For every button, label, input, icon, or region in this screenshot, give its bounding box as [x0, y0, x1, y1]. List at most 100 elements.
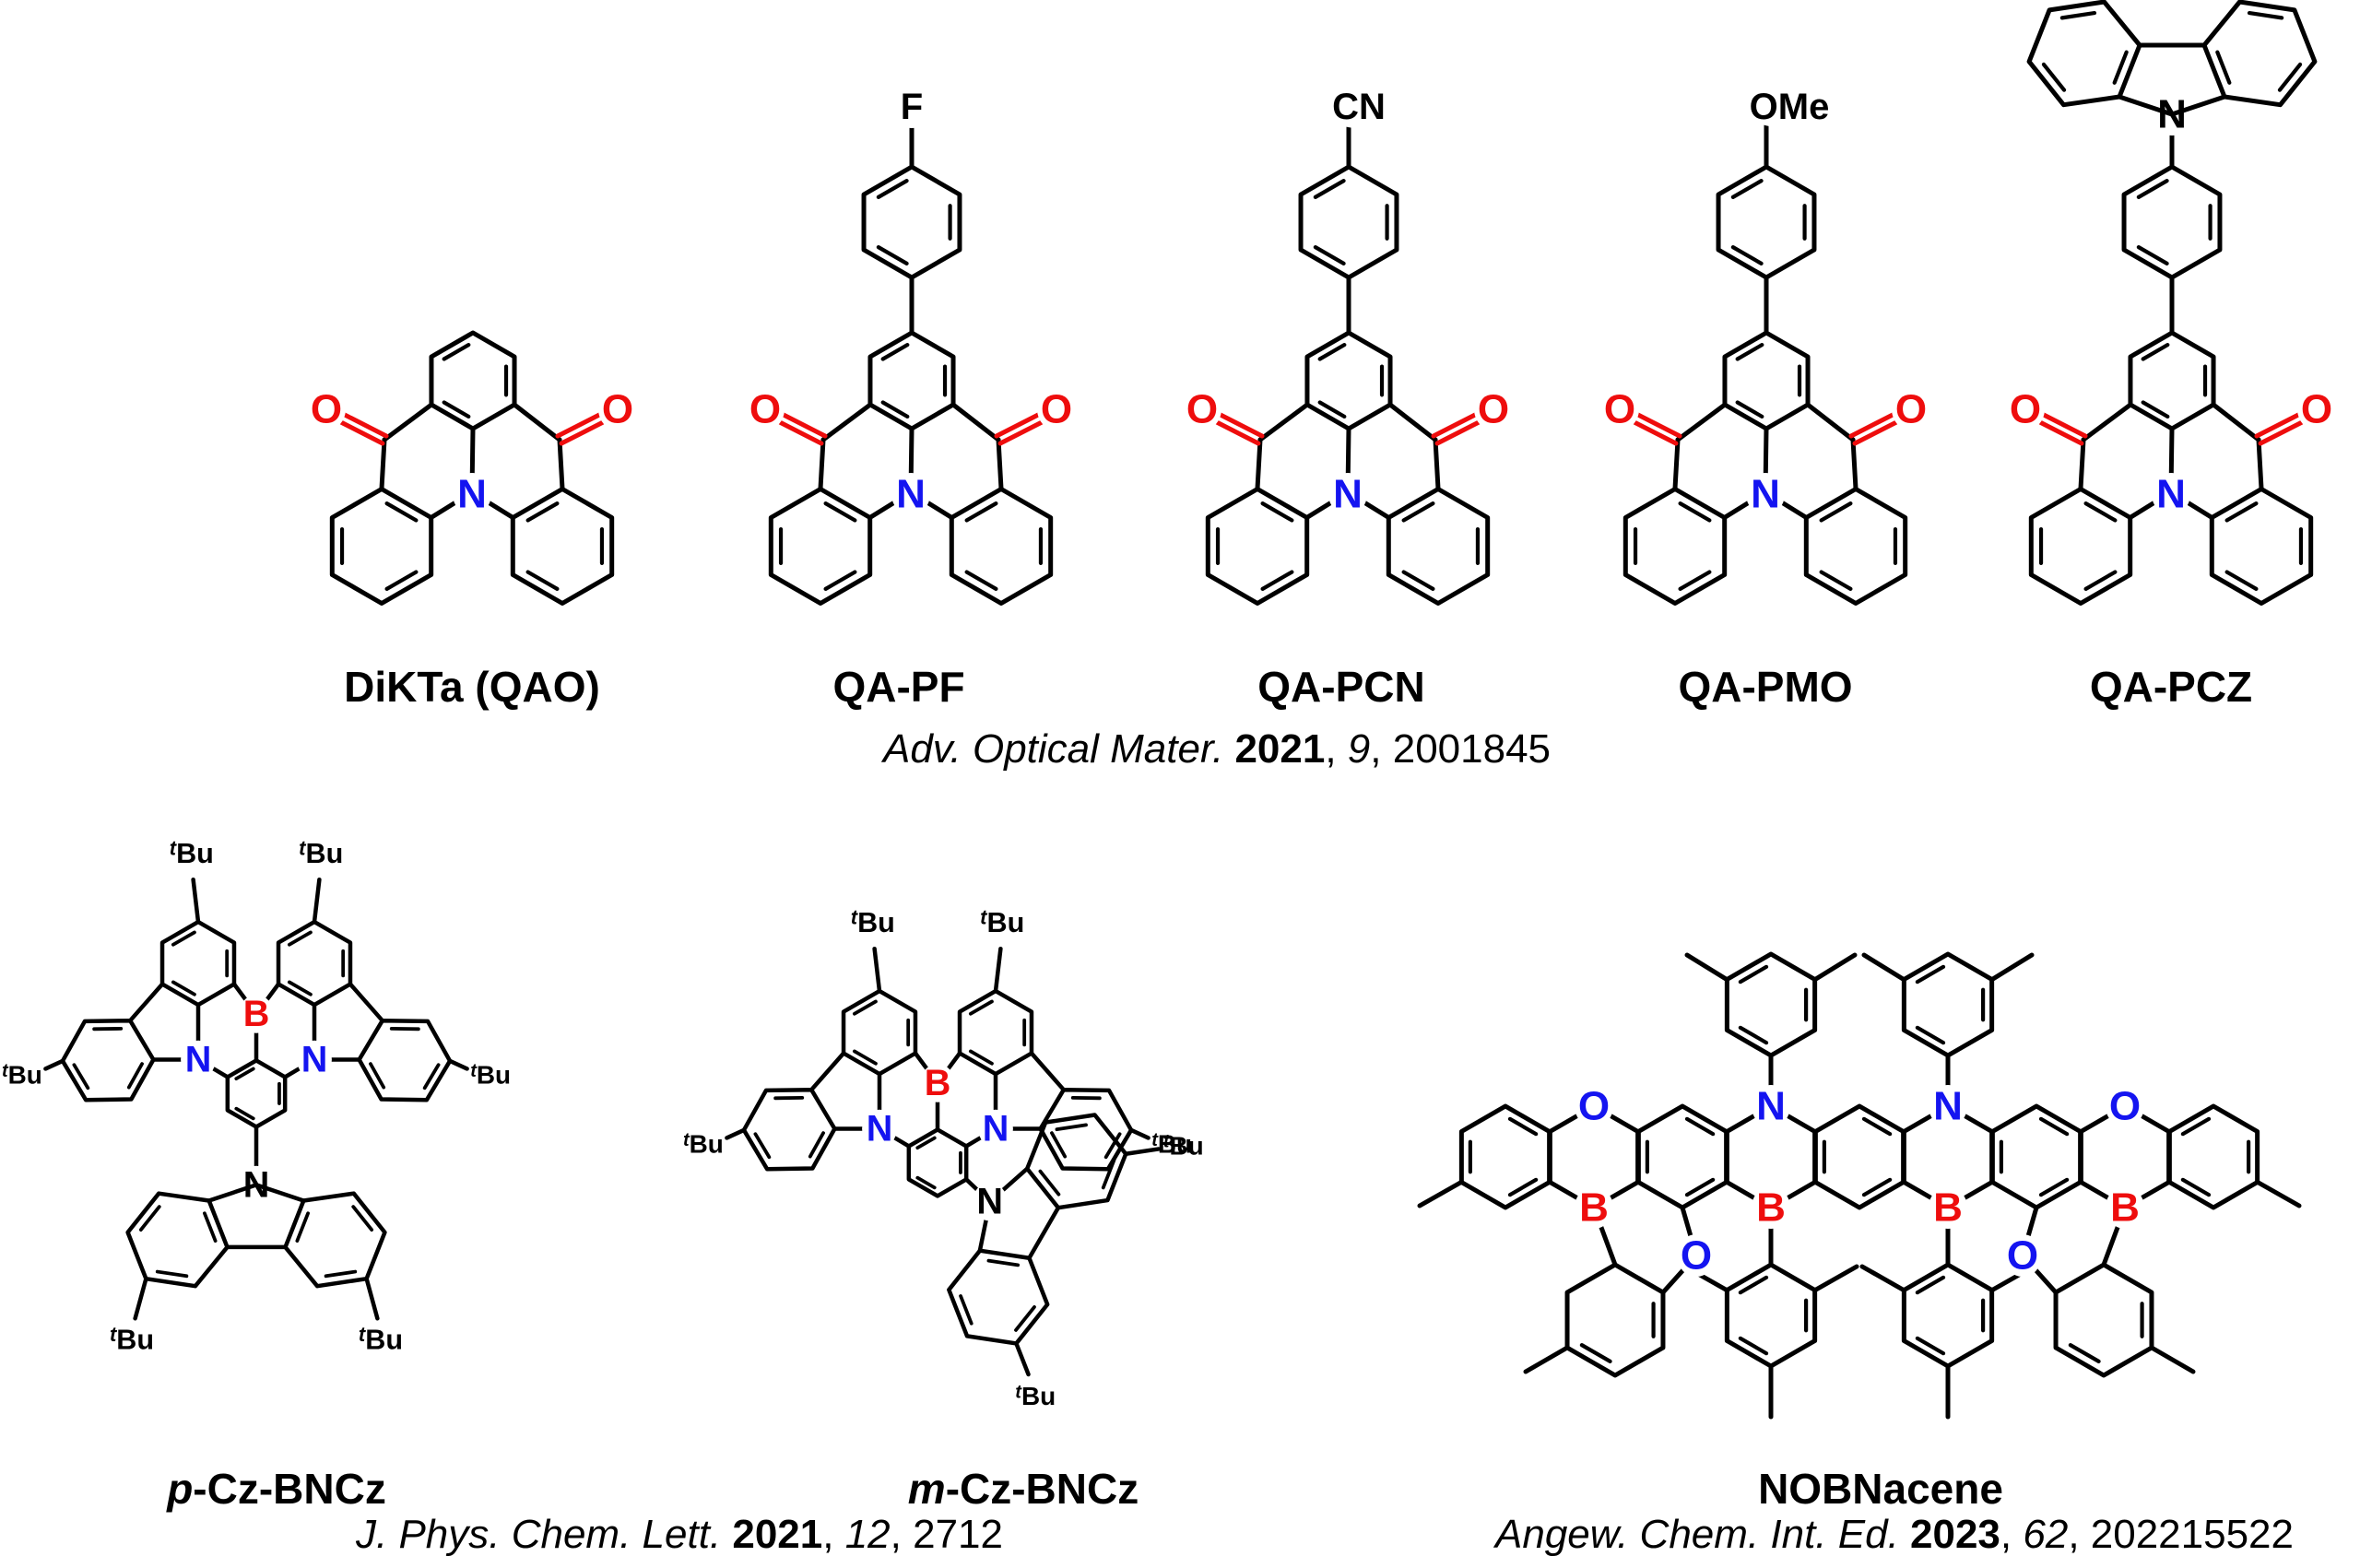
bond [1027, 1205, 1061, 1260]
ring-bond [1722, 330, 1811, 431]
atom-halo [2106, 1186, 2144, 1229]
text-segment: 9 [1347, 726, 1371, 772]
citation-adv-optical-mater: Adv. Optical Mater. 2021, 9, 2001845 [883, 726, 1551, 772]
molecule-label-dikta-qao: DiKTa (QAO) [344, 662, 600, 712]
bond [1861, 1177, 1893, 1197]
bond [872, 946, 882, 994]
bond [1915, 1336, 1946, 1356]
text-segment: , 202215522 [2068, 1512, 2294, 1557]
bond [133, 1276, 148, 1321]
atom-halo [891, 473, 930, 515]
bond [2180, 1177, 2212, 1197]
text-segment: , [2000, 1512, 2024, 1557]
ring-bond [1386, 487, 1491, 606]
ring-bond [60, 1018, 156, 1102]
bond [2254, 408, 2308, 439]
text-segment: , [1325, 726, 1348, 772]
text-segment: p [167, 1465, 194, 1513]
bond [1207, 416, 1261, 446]
bond [1678, 501, 1712, 523]
atom-halo [307, 388, 346, 430]
bond [2277, 62, 2303, 92]
bond [959, 1294, 974, 1326]
ring-bond [283, 1191, 387, 1289]
bond [1819, 501, 1853, 523]
tbu-label: tBu [2, 1061, 42, 1090]
bond [1738, 1025, 1769, 1045]
bond [1210, 408, 1265, 439]
text-segment: , 2001845 [1370, 726, 1552, 772]
ring-bond [1724, 951, 1818, 1058]
bond [808, 1131, 825, 1159]
atom-halo [1740, 86, 1838, 128]
bond [2180, 1116, 2212, 1137]
atom-halo [1328, 473, 1367, 515]
tbu-label: tBu [683, 1130, 724, 1159]
bond [1861, 952, 1906, 982]
bond [234, 1106, 255, 1121]
bond [126, 1062, 144, 1090]
tbu-label: tBu [1015, 1382, 1056, 1410]
atom-halo [892, 86, 931, 128]
atom-label-B: B [1579, 1185, 1609, 1231]
bond [1805, 402, 1856, 442]
text-segment: -Cz-BNCz [193, 1465, 386, 1513]
bond [2038, 1177, 2070, 1197]
text-segment: DiKTa (QAO) [344, 663, 600, 711]
ring-bond [1803, 487, 1908, 606]
bond [1257, 402, 1310, 442]
bond [127, 982, 165, 1023]
ring-bond [276, 919, 353, 1008]
citation-angew-chem: Angew. Chem. Int. Ed. 2023, 62, 20221552… [1495, 1512, 2294, 1558]
atom-label-N: N [301, 1040, 328, 1080]
bond [1387, 402, 1438, 442]
atom-label-O: O [602, 387, 633, 432]
bond [351, 1205, 374, 1232]
ring-bond [1724, 1262, 1818, 1369]
bond [2256, 437, 2264, 491]
bond [852, 999, 878, 1016]
bond [512, 402, 562, 442]
ring-bond [2121, 164, 2223, 280]
bond [808, 1051, 846, 1092]
atom-label-O: O [1895, 387, 1927, 432]
bond [994, 408, 1048, 439]
bond [191, 877, 201, 925]
atom-halo [972, 1183, 1008, 1221]
bond [1255, 437, 1263, 491]
ring-bond [1989, 1103, 2083, 1210]
tbu-label: tBu [470, 1061, 511, 1090]
atom-halo [1575, 1186, 1613, 1229]
bond [1417, 1180, 1464, 1208]
bond [1103, 1132, 1122, 1160]
bond [1850, 437, 1858, 491]
atom-halo [598, 388, 637, 430]
bond [379, 437, 387, 491]
bond [1678, 570, 1712, 591]
bond [525, 501, 560, 523]
bond [997, 416, 1052, 446]
bond [2149, 1345, 2196, 1374]
bond [2211, 402, 2261, 442]
bond [1038, 1169, 1061, 1197]
bond [876, 179, 909, 199]
atom-halo [862, 1109, 897, 1149]
atom-label-B: B [925, 1063, 951, 1103]
bond [43, 1058, 65, 1071]
bond [384, 570, 419, 591]
bond [2078, 437, 2086, 491]
tbu-label: tBu [851, 906, 895, 939]
bond [324, 1269, 358, 1279]
ring-bond [1304, 330, 1393, 431]
bond [447, 1058, 469, 1071]
ring-bond [768, 487, 873, 606]
atom-label-O: O [2010, 387, 2041, 432]
atom-label-O: O [2301, 387, 2332, 432]
bond [234, 1067, 255, 1081]
atom-halo [1183, 388, 1221, 430]
ring-bond [1458, 1103, 1552, 1210]
bond [2141, 343, 2170, 361]
